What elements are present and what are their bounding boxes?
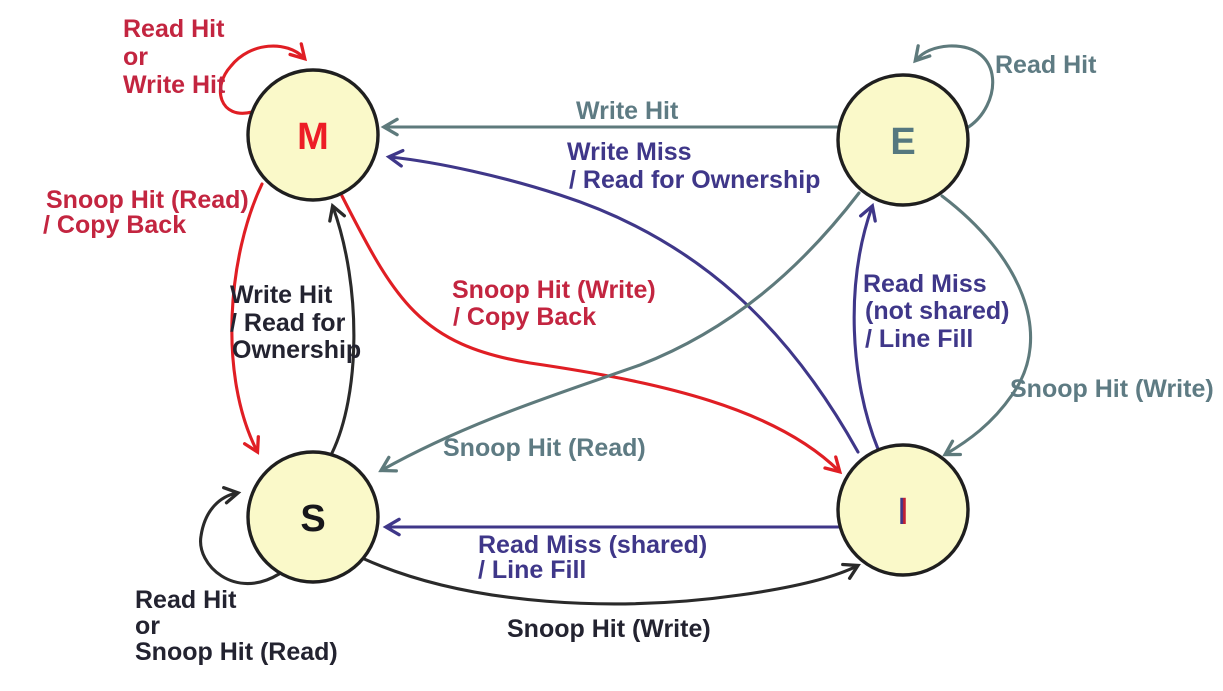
edge-label-s-self-line-2: Snoop Hit (Read) — [135, 638, 338, 666]
edge-label-e-to-m-line-0: Write Hit — [576, 97, 679, 125]
state-node-i: I — [836, 443, 970, 577]
edges-layer — [199, 42, 1033, 606]
edge-label-i-to-e-line-0: Read Miss — [863, 270, 987, 298]
edge-label-i-to-e-line-2: / Line Fill — [865, 325, 973, 353]
edge-label-s-to-i-line-0: Snoop Hit (Write) — [507, 615, 711, 643]
edge-label-e-to-s-line-0: Snoop Hit (Read) — [443, 434, 646, 462]
state-node-s: S — [246, 450, 380, 584]
edge-label-m-self-line-1: or — [123, 43, 148, 71]
edge-label-i-to-s-line-1: / Line Fill — [478, 556, 586, 584]
edge-label-e-self-line-0: Read Hit — [995, 51, 1097, 79]
edge-s-self-loop — [199, 486, 281, 586]
edge-label-m-self-line-0: Read Hit — [123, 15, 225, 43]
edge-label-s-to-m-line-1: / Read for — [230, 309, 346, 337]
edge-m-to-i — [340, 194, 843, 475]
state-circle-i — [836, 443, 970, 577]
edge-i-to-e — [852, 202, 880, 451]
edge-label-i-to-s-line-0: Read Miss (shared) — [478, 531, 707, 559]
edge-m-to-s — [230, 182, 264, 455]
edge-label-i-to-m-line-0: Write Miss — [567, 138, 692, 166]
edge-e-to-i — [940, 194, 1033, 457]
edge-label-s-self-line-0: Read Hit — [135, 586, 237, 614]
edge-label-i-to-e-line-1: (not shared) — [865, 297, 1009, 325]
edge-label-s-to-m-line-2: Ownership — [232, 336, 361, 364]
state-letter-e: E — [890, 121, 915, 163]
edge-i-to-m — [385, 148, 860, 454]
state-letter-i: I — [898, 491, 909, 533]
edge-e-self-loop — [913, 44, 995, 130]
state-letter-m: M — [297, 116, 329, 158]
edge-label-m-to-s-line-1: / Copy Back — [43, 211, 186, 239]
edge-label-i-to-m-line-1: / Read for Ownership — [569, 166, 820, 194]
state-circle-m — [246, 68, 380, 202]
edge-label-m-to-i-line-1: / Copy Back — [453, 303, 596, 331]
edge-label-e-to-i-line-0: Snoop Hit (Write) — [1010, 375, 1214, 403]
state-node-m: M — [246, 68, 380, 202]
edge-label-m-to-i-line-0: Snoop Hit (Write) — [452, 276, 656, 304]
nodes-layer: M E S I — [246, 68, 970, 584]
edge-m-self-loop — [218, 42, 308, 115]
state-node-e: E — [836, 73, 970, 207]
state-circle-e — [836, 73, 970, 207]
edge-s-to-m — [328, 202, 356, 455]
labels-layer: Read Hit or Write Hit Read Hit Write Hit… — [43, 15, 1214, 666]
edge-s-to-i — [360, 556, 861, 606]
edge-e-to-s — [378, 191, 861, 473]
edge-label-s-to-m-line-0: Write Hit — [230, 281, 333, 309]
edge-label-m-self-line-2: Write Hit — [123, 71, 226, 99]
state-letter-s: S — [300, 498, 325, 540]
edge-label-m-to-s-line-0: Snoop Hit (Read) — [46, 186, 249, 214]
state-circle-s — [246, 450, 380, 584]
edge-label-s-self-line-1: or — [135, 612, 160, 640]
